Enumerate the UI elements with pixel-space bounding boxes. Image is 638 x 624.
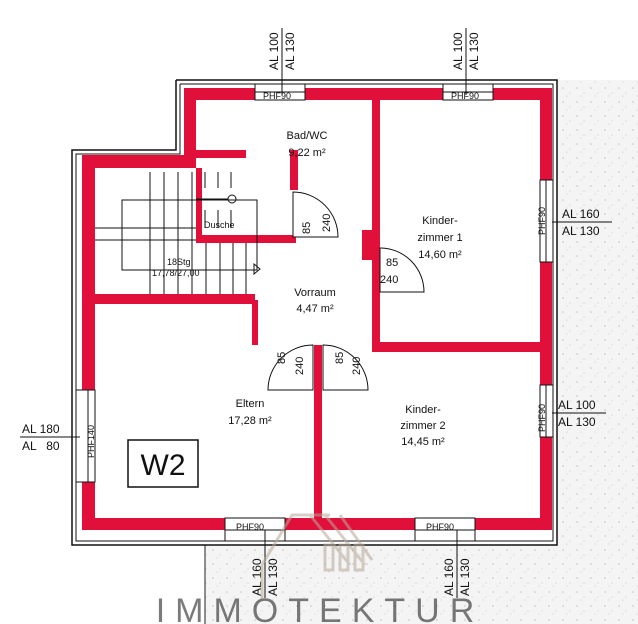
door-width: 85	[301, 222, 313, 234]
window-label: PHF90	[263, 91, 291, 101]
shower-label: Dusche	[204, 220, 235, 230]
room-name-kinder2: zimmer 2	[400, 420, 445, 432]
door-width: 85	[386, 257, 398, 269]
sill-bottom-right: AL 130	[458, 558, 472, 596]
sill-left: AL 180	[22, 422, 60, 436]
window-label: PHF140	[86, 425, 96, 458]
door-height: 240	[351, 357, 363, 375]
windows	[75, 83, 554, 542]
sill-right-top: AL 130	[562, 224, 600, 238]
window-label: PHF90	[426, 522, 454, 532]
room-area-eltern: 17,28 m²	[228, 415, 272, 427]
door-height: 240	[294, 357, 306, 375]
unit-label: W2	[141, 449, 186, 482]
sill-top-left: AL 100	[267, 32, 281, 70]
stairs-dimension: 17,78/27,00	[152, 268, 200, 278]
room-area-vorraum: 4,47 m²	[296, 303, 334, 315]
room-area-kinder2: 14,45 m²	[401, 436, 445, 448]
window-label: PHF90	[537, 207, 547, 235]
svg-text:IMMOTEKTUR: IMMOTEKTUR	[156, 592, 485, 624]
sill-right-top: AL 160	[562, 207, 600, 221]
room-name-kinder1: zimmer 1	[417, 232, 462, 244]
room-area-kinder1: 14,60 m²	[418, 249, 462, 261]
terrain-bottom	[205, 545, 638, 624]
watermark-logo: IMMOTEKTUR	[156, 513, 485, 624]
door-height: 240	[321, 214, 333, 232]
terrain-right	[557, 80, 638, 624]
room-name-bad: Bad/WC	[287, 130, 328, 142]
room-area-bad: 9,22 m²	[288, 147, 326, 159]
door-width: 85	[334, 352, 346, 364]
sill-right-bottom: AL 100	[558, 398, 596, 412]
stairs-label: 18Stg	[167, 257, 191, 267]
sill-bottom-right: AL 160	[442, 558, 456, 596]
door-height: 240	[380, 274, 398, 286]
sill-left: AL 80	[22, 439, 60, 453]
sill-bottom-left: AL 130	[266, 558, 280, 596]
door-swings	[267, 191, 425, 391]
staircase	[95, 172, 261, 294]
room-name-vorraum: Vorraum	[294, 287, 336, 299]
room-name-kinder2: Kinder-	[405, 404, 441, 416]
room-name-eltern: Eltern	[236, 398, 265, 410]
sill-right-bottom: AL 130	[558, 415, 596, 429]
sill-top-left: AL 130	[283, 32, 297, 70]
room-name-kinder1: Kinder-	[422, 215, 458, 227]
door-width: 85	[276, 352, 288, 364]
window-label: PHF90	[537, 404, 547, 432]
sill-top-right: AL 130	[467, 32, 481, 70]
window-label: PHF90	[451, 91, 479, 101]
outer-outline	[71, 79, 558, 546]
unit-box	[127, 439, 199, 488]
sill-top-right: AL 100	[451, 32, 465, 70]
window-label: PHF90	[236, 522, 264, 532]
